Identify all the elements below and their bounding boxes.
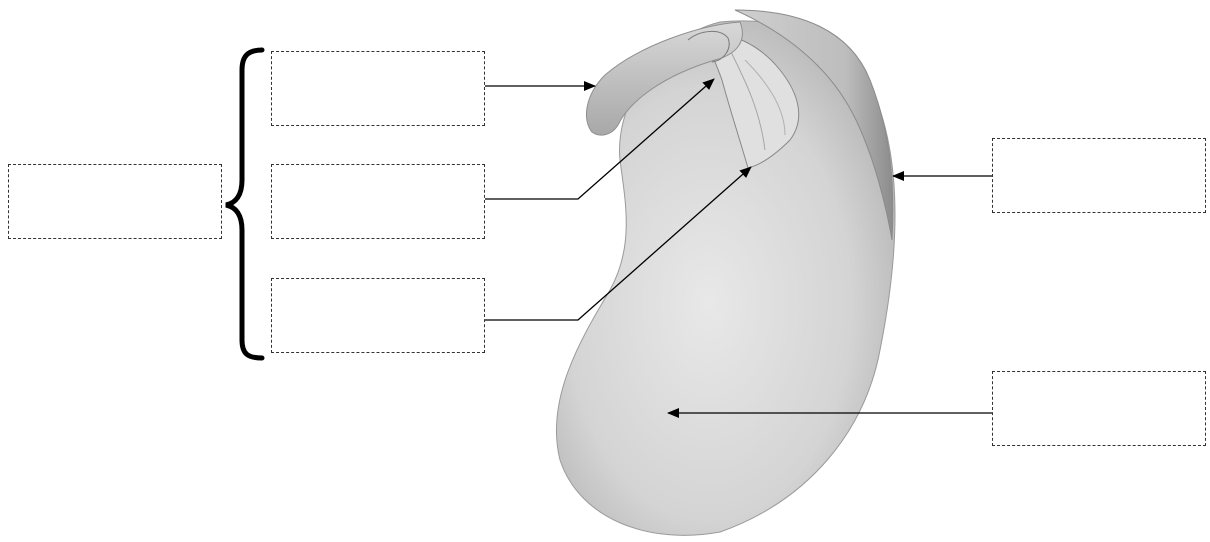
cotyledon-label-box[interactable] <box>992 371 1206 446</box>
hypocotyl-label-box[interactable] <box>271 278 485 353</box>
plumule-label-box[interactable] <box>271 164 485 239</box>
embryo-brace <box>226 50 262 358</box>
embryo-label-box[interactable] <box>8 164 222 239</box>
seed-coat-label-box[interactable] <box>992 138 1206 213</box>
radicle-label-box[interactable] <box>271 51 485 126</box>
